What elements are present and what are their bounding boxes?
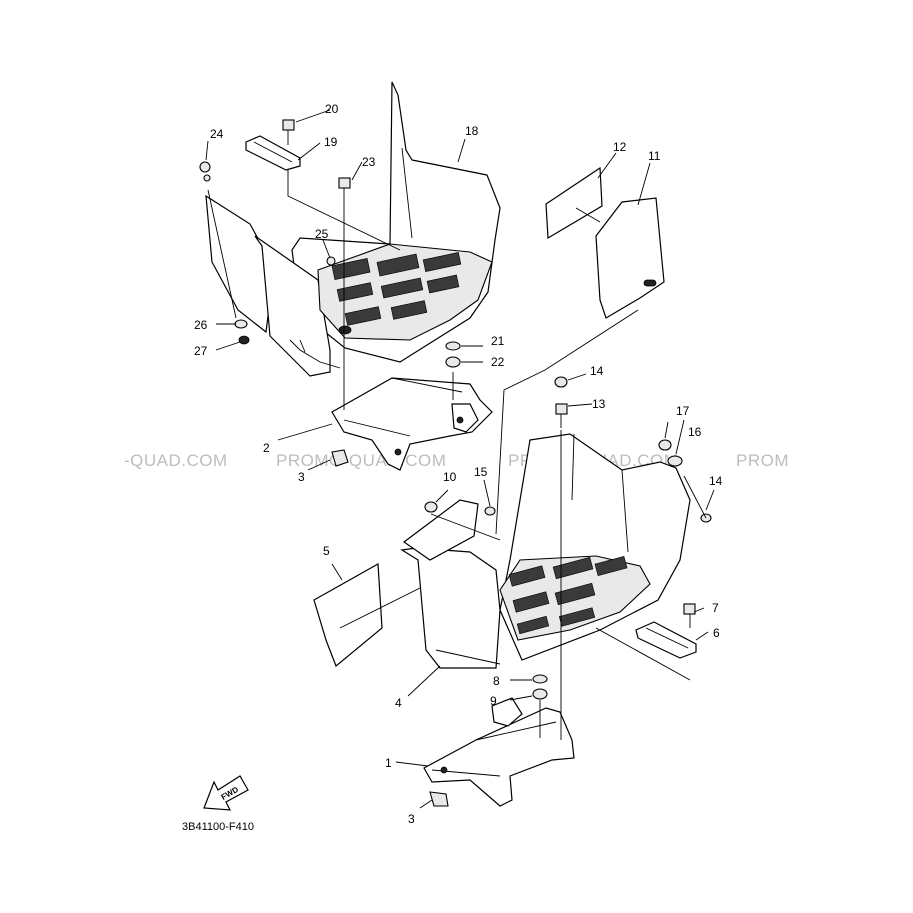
callout-11: 11 xyxy=(648,149,661,163)
watermark-segment: PROMO-QUAD.COM xyxy=(276,451,446,470)
lower-bracket xyxy=(423,697,575,807)
callout-labels: 1 2 3 3 4 5 6 7 8 9 10 11 12 13 14 14 15… xyxy=(194,102,723,826)
callout-5: 5 xyxy=(323,544,330,558)
callout-4: 4 xyxy=(395,696,402,710)
callout-10: 10 xyxy=(443,470,457,484)
leader-lines xyxy=(205,109,715,809)
callout-8: 8 xyxy=(493,674,500,688)
rubber-pad-19 xyxy=(245,135,301,171)
callout-18: 18 xyxy=(465,124,479,138)
watermark-segment: PROM xyxy=(736,451,789,470)
callout-14: 14 xyxy=(590,364,604,378)
callout-13: 13 xyxy=(592,397,606,411)
callout-3: 3 xyxy=(298,470,305,484)
callout-1: 1 xyxy=(385,756,392,770)
callout-3: 3 xyxy=(408,812,415,826)
callout-14: 14 xyxy=(709,474,723,488)
watermark: -QUAD.COM PROMO-QUAD.COM PROMO-QUAD.COM … xyxy=(124,451,789,470)
callout-27: 27 xyxy=(194,344,208,358)
callout-24: 24 xyxy=(210,127,224,141)
upper-footrest-assembly xyxy=(205,81,501,377)
callout-23: 23 xyxy=(362,155,376,169)
rubber-pad-6 xyxy=(635,621,697,659)
callout-7: 7 xyxy=(712,601,719,615)
callout-25: 25 xyxy=(315,227,329,241)
callout-22: 22 xyxy=(491,355,505,369)
callout-16: 16 xyxy=(688,425,702,439)
callout-9: 9 xyxy=(490,694,497,708)
callout-2: 2 xyxy=(263,441,270,455)
upper-bracket xyxy=(331,377,493,471)
fwd-arrow-icon: FWD xyxy=(203,775,249,811)
watermark-segment: -QUAD.COM xyxy=(124,451,228,470)
decal-12 xyxy=(545,166,603,240)
lower-footrest-assembly xyxy=(400,433,691,669)
flap-11 xyxy=(595,197,665,319)
callout-6: 6 xyxy=(713,626,720,640)
callout-17: 17 xyxy=(676,404,690,418)
callout-26: 26 xyxy=(194,318,208,332)
diagram-code: 3B41100-F410 xyxy=(182,821,254,833)
callout-15: 15 xyxy=(474,465,488,479)
decal-5 xyxy=(313,563,383,667)
callout-21: 21 xyxy=(491,334,505,348)
callout-20: 20 xyxy=(325,102,339,116)
callout-12: 12 xyxy=(613,140,627,154)
callout-19: 19 xyxy=(324,135,338,149)
